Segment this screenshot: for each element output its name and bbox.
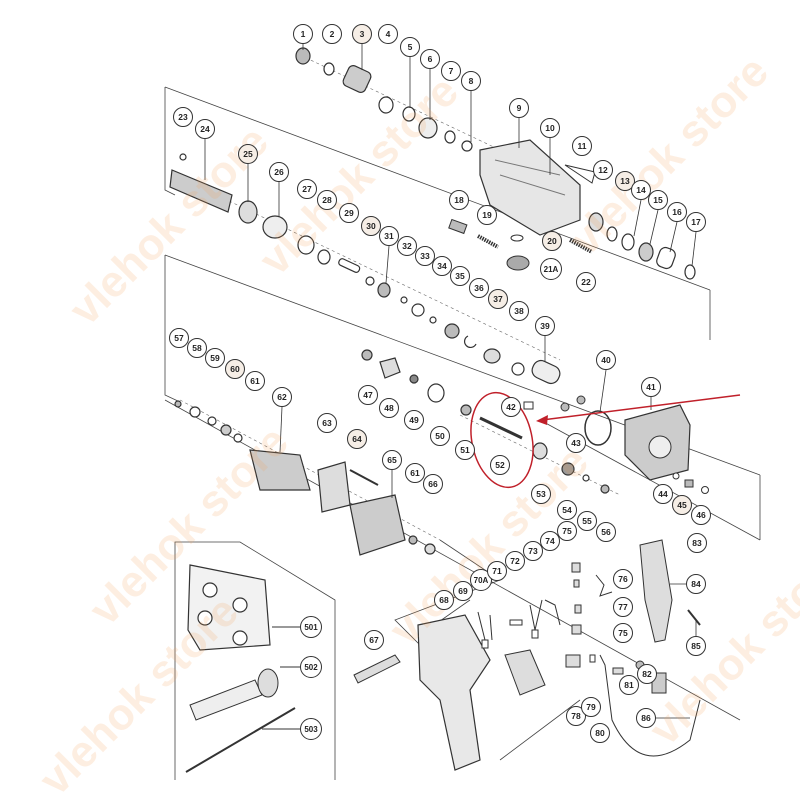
part-callout-56[interactable]: 56 bbox=[596, 522, 616, 542]
part-callout-66[interactable]: 66 bbox=[423, 474, 443, 494]
part-callout-84[interactable]: 84 bbox=[686, 574, 706, 594]
part-callout-36[interactable]: 36 bbox=[469, 278, 489, 298]
part-callout-15[interactable]: 15 bbox=[648, 190, 668, 210]
part-callout-71[interactable]: 71 bbox=[487, 561, 507, 581]
part-callout-54[interactable]: 54 bbox=[557, 500, 577, 520]
part-callout-38[interactable]: 38 bbox=[509, 301, 529, 321]
part-callout-86[interactable]: 86 bbox=[636, 708, 656, 728]
part-callout-80[interactable]: 80 bbox=[590, 723, 610, 743]
part-callout-81[interactable]: 81 bbox=[619, 675, 639, 695]
part-callout-12[interactable]: 12 bbox=[593, 160, 613, 180]
part-callout-64[interactable]: 64 bbox=[347, 429, 367, 449]
part-callout-501[interactable]: 501 bbox=[300, 616, 322, 638]
part-callout-11[interactable]: 11 bbox=[572, 136, 592, 156]
part-callout-48[interactable]: 48 bbox=[379, 398, 399, 418]
part-callout-24[interactable]: 24 bbox=[195, 119, 215, 139]
part-callout-76[interactable]: 76 bbox=[613, 569, 633, 589]
part-callout-7[interactable]: 7 bbox=[441, 61, 461, 81]
part-callout-17[interactable]: 17 bbox=[686, 212, 706, 232]
part-callout-67[interactable]: 67 bbox=[364, 630, 384, 650]
part-callout-23[interactable]: 23 bbox=[173, 107, 193, 127]
part-callout-60[interactable]: 60 bbox=[225, 359, 245, 379]
part-callout-1[interactable]: 1 bbox=[293, 24, 313, 44]
part-callout-57[interactable]: 57 bbox=[169, 328, 189, 348]
part-callout-3[interactable]: 3 bbox=[352, 24, 372, 44]
accessory-frame bbox=[174, 541, 336, 780]
highlight-arrow bbox=[541, 394, 741, 421]
part-callout-10[interactable]: 10 bbox=[540, 118, 560, 138]
part-callout-42[interactable]: 42 bbox=[501, 397, 521, 417]
part-callout-55[interactable]: 55 bbox=[577, 511, 597, 531]
part-callout-33[interactable]: 33 bbox=[415, 246, 435, 266]
part-callout-58[interactable]: 58 bbox=[187, 338, 207, 358]
part-callout-47[interactable]: 47 bbox=[358, 385, 378, 405]
part-callout-63[interactable]: 63 bbox=[317, 413, 337, 433]
part-callout-502[interactable]: 502 bbox=[300, 656, 322, 678]
part-callout-22[interactable]: 22 bbox=[576, 272, 596, 292]
part-callout-46[interactable]: 46 bbox=[691, 505, 711, 525]
part-callout-79[interactable]: 79 bbox=[581, 697, 601, 717]
part-callout-40[interactable]: 40 bbox=[596, 350, 616, 370]
part-callout-21A[interactable]: 21A bbox=[540, 258, 562, 280]
part-callout-44[interactable]: 44 bbox=[653, 484, 673, 504]
part-callout-32[interactable]: 32 bbox=[397, 236, 417, 256]
part-callout-20[interactable]: 20 bbox=[542, 231, 562, 251]
part-callout-16[interactable]: 16 bbox=[667, 202, 687, 222]
part-callout-70A[interactable]: 70A bbox=[470, 569, 492, 591]
part-callout-52[interactable]: 52 bbox=[490, 455, 510, 475]
part-callout-4[interactable]: 4 bbox=[378, 24, 398, 44]
part-callout-9[interactable]: 9 bbox=[509, 98, 529, 118]
part-callout-25[interactable]: 25 bbox=[238, 144, 258, 164]
part-callout-49[interactable]: 49 bbox=[404, 410, 424, 430]
part-callout-41[interactable]: 41 bbox=[641, 377, 661, 397]
part-callout-34[interactable]: 34 bbox=[432, 256, 452, 276]
part-callout-37[interactable]: 37 bbox=[488, 289, 508, 309]
part-callout-50[interactable]: 50 bbox=[430, 426, 450, 446]
part-callout-39[interactable]: 39 bbox=[535, 316, 555, 336]
part-callout-59[interactable]: 59 bbox=[205, 348, 225, 368]
part-callout-8[interactable]: 8 bbox=[461, 71, 481, 91]
part-callout-61b[interactable]: 61 bbox=[405, 463, 425, 483]
part-callout-74[interactable]: 74 bbox=[540, 531, 560, 551]
part-callout-82[interactable]: 82 bbox=[637, 664, 657, 684]
part-callout-72[interactable]: 72 bbox=[505, 551, 525, 571]
part-callout-31[interactable]: 31 bbox=[379, 226, 399, 246]
frame-top bbox=[164, 87, 176, 196]
part-callout-62[interactable]: 62 bbox=[272, 387, 292, 407]
part-callout-5[interactable]: 5 bbox=[400, 37, 420, 57]
part-callout-28[interactable]: 28 bbox=[317, 190, 337, 210]
part-callout-14[interactable]: 14 bbox=[631, 180, 651, 200]
part-callout-65[interactable]: 65 bbox=[382, 450, 402, 470]
part-callout-61[interactable]: 61 bbox=[245, 371, 265, 391]
part-callout-503[interactable]: 503 bbox=[300, 718, 322, 740]
part-callout-6[interactable]: 6 bbox=[420, 49, 440, 69]
part-callout-43[interactable]: 43 bbox=[566, 433, 586, 453]
part-callout-75b[interactable]: 75 bbox=[613, 623, 633, 643]
part-callout-35[interactable]: 35 bbox=[450, 266, 470, 286]
part-callout-18[interactable]: 18 bbox=[449, 190, 469, 210]
part-callout-2[interactable]: 2 bbox=[322, 24, 342, 44]
part-callout-77[interactable]: 77 bbox=[613, 597, 633, 617]
part-callout-69[interactable]: 69 bbox=[453, 581, 473, 601]
part-callout-73[interactable]: 73 bbox=[523, 541, 543, 561]
part-callout-27[interactable]: 27 bbox=[297, 179, 317, 199]
part-callout-83[interactable]: 83 bbox=[687, 533, 707, 553]
part-callout-75[interactable]: 75 bbox=[557, 521, 577, 541]
part-callout-68[interactable]: 68 bbox=[434, 590, 454, 610]
part-callout-26[interactable]: 26 bbox=[269, 162, 289, 182]
part-callout-53[interactable]: 53 bbox=[531, 484, 551, 504]
part-callout-19[interactable]: 19 bbox=[477, 205, 497, 225]
part-callout-85[interactable]: 85 bbox=[686, 636, 706, 656]
frame-middle bbox=[164, 255, 181, 403]
part-callout-30[interactable]: 30 bbox=[361, 216, 381, 236]
part-callout-51[interactable]: 51 bbox=[455, 440, 475, 460]
part-callout-29[interactable]: 29 bbox=[339, 203, 359, 223]
part-callout-45[interactable]: 45 bbox=[672, 495, 692, 515]
